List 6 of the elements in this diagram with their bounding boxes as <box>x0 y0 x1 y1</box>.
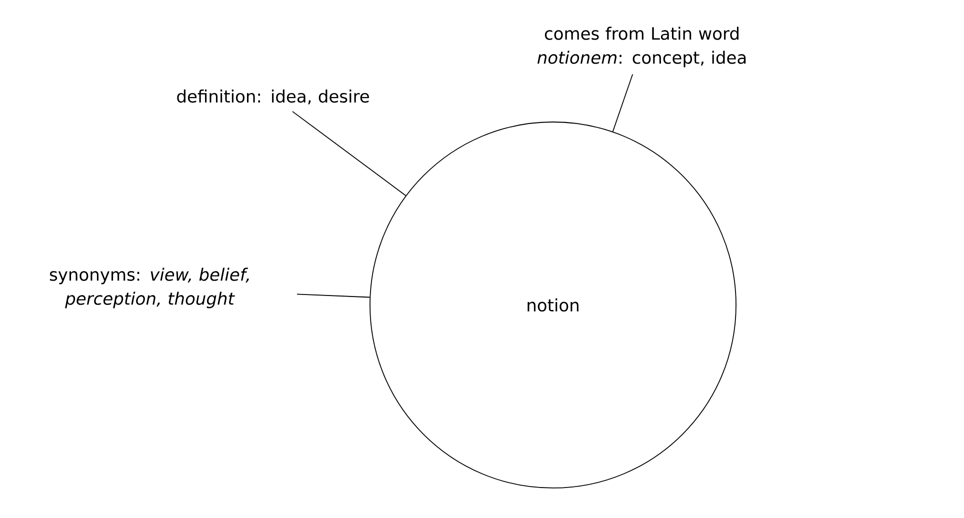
connector-line <box>292 110 406 196</box>
note-text: comes from Latin word notionem: concept, idea <box>537 26 746 68</box>
connector-line <box>296 294 370 298</box>
connector-line <box>612 74 634 132</box>
note-text: definition: idea, desire <box>177 90 369 104</box>
note-text: synonyms: view, belief, perception, thought <box>50 268 249 308</box>
